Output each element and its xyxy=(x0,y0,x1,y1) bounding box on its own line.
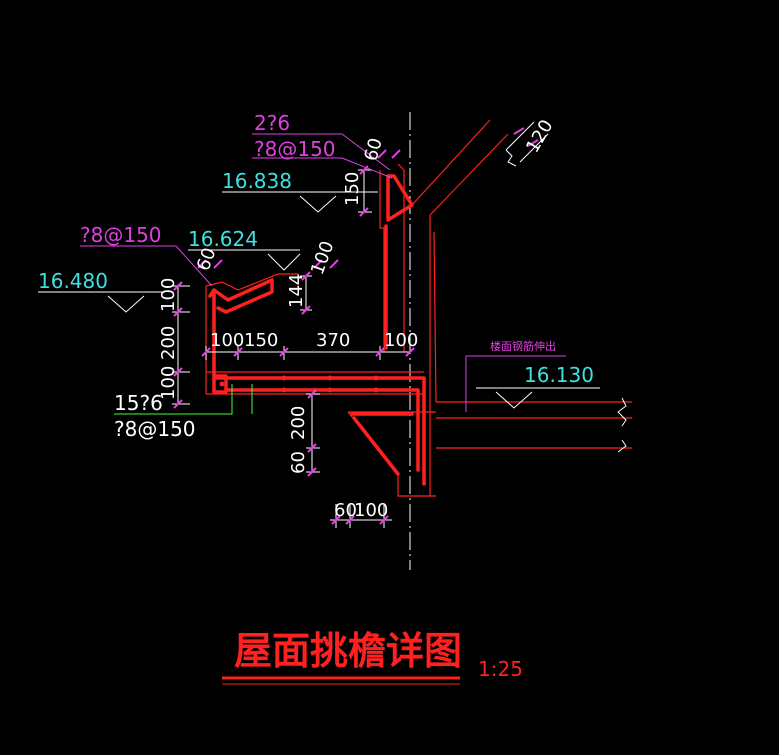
dimension-ticks xyxy=(173,127,539,525)
dim-144: 144 xyxy=(286,274,307,308)
dim-200-left: 200 xyxy=(158,326,179,360)
drawing-title: 屋面挑檐详图 xyxy=(234,629,462,673)
note-floor-rebar: 楼面钢筋伸出 xyxy=(490,339,556,353)
drawing-scale: 1:25 xyxy=(478,657,523,681)
rebar-dots xyxy=(219,375,379,393)
elevation-markers xyxy=(38,191,600,409)
dim-100-left2: 100 xyxy=(158,366,179,400)
dim-60-low: 60 xyxy=(288,451,309,474)
label-top-stirrup: ?8@150 xyxy=(254,137,336,161)
dim-150-h: 150 xyxy=(244,330,278,351)
label-top-count: 2?6 xyxy=(254,111,290,135)
green-leader xyxy=(114,384,253,415)
elevation-16624: 16.624 xyxy=(188,227,258,251)
dim-200-low: 200 xyxy=(288,406,309,440)
leader-lines xyxy=(80,133,566,412)
elevation-16130: 16.130 xyxy=(524,363,594,387)
dim-370: 370 xyxy=(316,330,350,351)
dim-100-left: 100 xyxy=(158,278,179,312)
dim-100-h1: 100 xyxy=(210,330,244,351)
dim-60-bottom: 60 xyxy=(334,500,357,521)
elevation-16480: 16.480 xyxy=(38,269,108,293)
dim-150-vertical: 150 xyxy=(342,172,363,206)
label-bottom-stirrup: ?8@150 xyxy=(114,417,196,441)
label-bottom-count: 15?6 xyxy=(114,391,163,415)
dim-100-h2: 100 xyxy=(384,330,418,351)
break-lines xyxy=(505,149,627,453)
dim-100-bottom: 100 xyxy=(354,500,388,521)
label-mid-stirrup: ?8@150 xyxy=(80,223,162,247)
elevation-16838: 16.838 xyxy=(222,169,292,193)
